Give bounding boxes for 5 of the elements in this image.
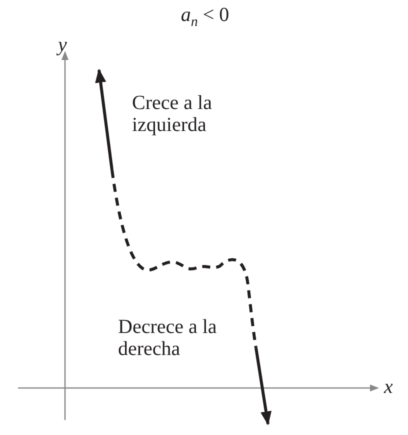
axis-label: x [384,376,393,398]
axis-label: y [58,34,67,56]
annotation-text: Crece a la izquierda [132,92,213,136]
title: a$_{n}$ < 0 [180,4,230,32]
annotation-text: Decrece a la derecha [118,316,218,360]
